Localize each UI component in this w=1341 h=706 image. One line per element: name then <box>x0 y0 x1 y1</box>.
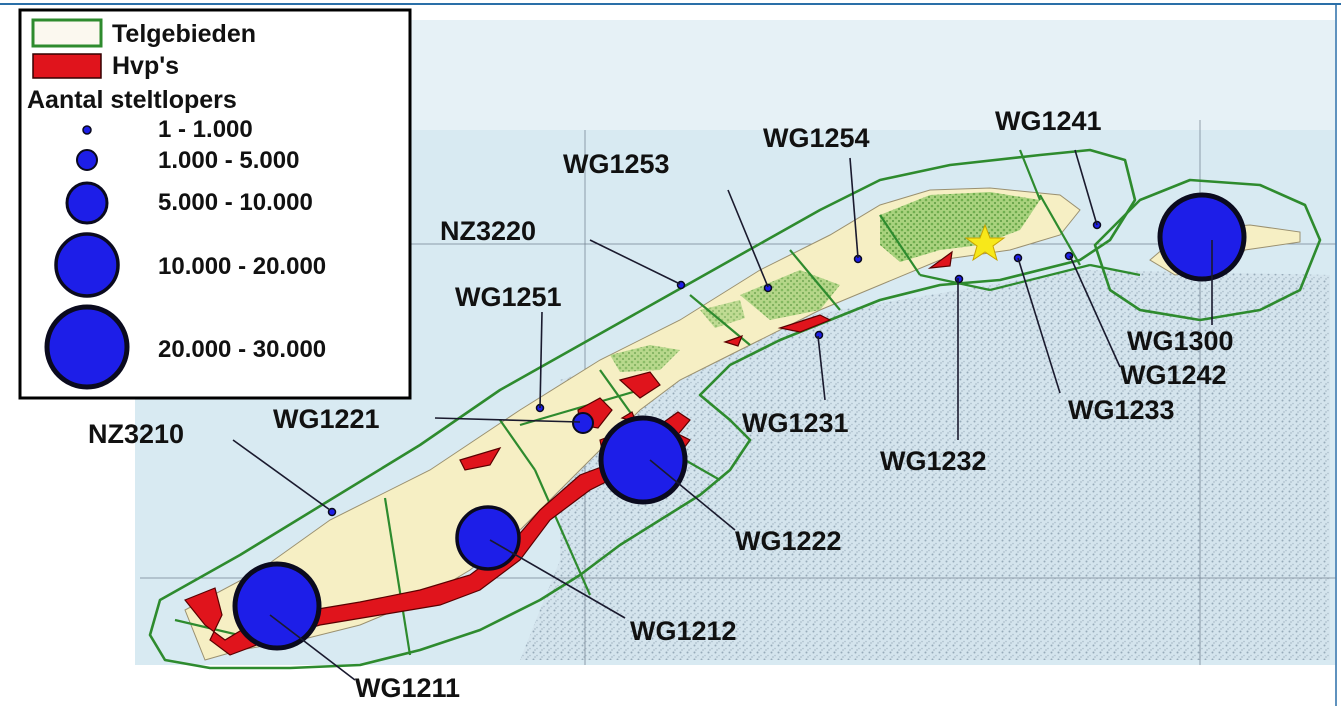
area-label-WG1300: WG1300 <box>1127 326 1234 356</box>
legend-label-telgebieden: Telgebieden <box>112 20 256 48</box>
count-circle-WG1253 <box>763 283 773 293</box>
legend-swatch-telgebieden <box>31 18 103 48</box>
area-label-WG1242: WG1242 <box>1120 360 1227 390</box>
count-circle-WG1300 <box>1157 192 1247 282</box>
count-circle-WG1221 <box>572 412 594 434</box>
count-circle-WG1231 <box>814 330 824 340</box>
legend-class-label: 5.000 - 10.000 <box>158 189 313 216</box>
legend-class-label: 20.000 - 30.000 <box>158 336 326 363</box>
count-circle-WG1232 <box>954 274 964 284</box>
area-label-WG1232: WG1232 <box>880 446 987 476</box>
leader-lines <box>232 149 1213 681</box>
count-circle-WG1211 <box>232 561 322 651</box>
area-label-WG1233: WG1233 <box>1068 395 1175 425</box>
area-labels: WG1241 WG1254 WG1253 NZ3220 WG1251 WG122… <box>88 106 1234 703</box>
legend-label-hvp: Hvp's <box>112 52 179 80</box>
count-circles <box>232 192 1247 651</box>
star-marker-icon <box>964 223 1006 262</box>
legend-swatch-hvp <box>32 53 102 79</box>
vegetation-area <box>740 270 840 320</box>
mudflat-area <box>520 270 1330 660</box>
area-label-WG1211: WG1211 <box>355 673 460 703</box>
area-label-WG1231: WG1231 <box>742 408 849 438</box>
count-circle-WG1222 <box>598 415 688 505</box>
area-label-WG1221: WG1221 <box>273 404 380 434</box>
legend-class-label: 1 - 1.000 <box>158 116 253 143</box>
legend: Telgebieden Hvp's Aantal steltlopers 1 -… <box>18 8 412 400</box>
legend-symbol-class-2 <box>76 149 98 171</box>
area-label-NZ3210: NZ3210 <box>88 419 184 449</box>
vegetation-area <box>880 192 1040 262</box>
legend-symbol-class-1 <box>82 125 92 135</box>
area-label-WG1222: WG1222 <box>735 526 842 556</box>
legend-symbol-class-4 <box>54 232 120 298</box>
legend-symbol-class-3 <box>65 181 109 225</box>
area-label-WG1253: WG1253 <box>563 149 670 179</box>
area-label-NZ3220: NZ3220 <box>440 216 536 246</box>
legend-symbol-class-5 <box>44 304 130 390</box>
area-label-WG1241: WG1241 <box>995 106 1102 136</box>
legend-class-label: 10.000 - 20.000 <box>158 253 326 280</box>
legend-title: Aantal steltlopers <box>27 86 237 114</box>
sea-area-north <box>410 20 1335 130</box>
area-label-WG1254: WG1254 <box>763 123 870 153</box>
area-label-WG1251: WG1251 <box>455 282 562 312</box>
vegetation-area <box>610 345 680 372</box>
count-circle-NZ3210 <box>327 507 337 517</box>
vegetation-area <box>700 300 745 328</box>
count-circle-WG1212 <box>455 505 521 571</box>
area-label-WG1212: WG1212 <box>630 616 737 646</box>
legend-class-label: 1.000 - 5.000 <box>158 147 299 174</box>
